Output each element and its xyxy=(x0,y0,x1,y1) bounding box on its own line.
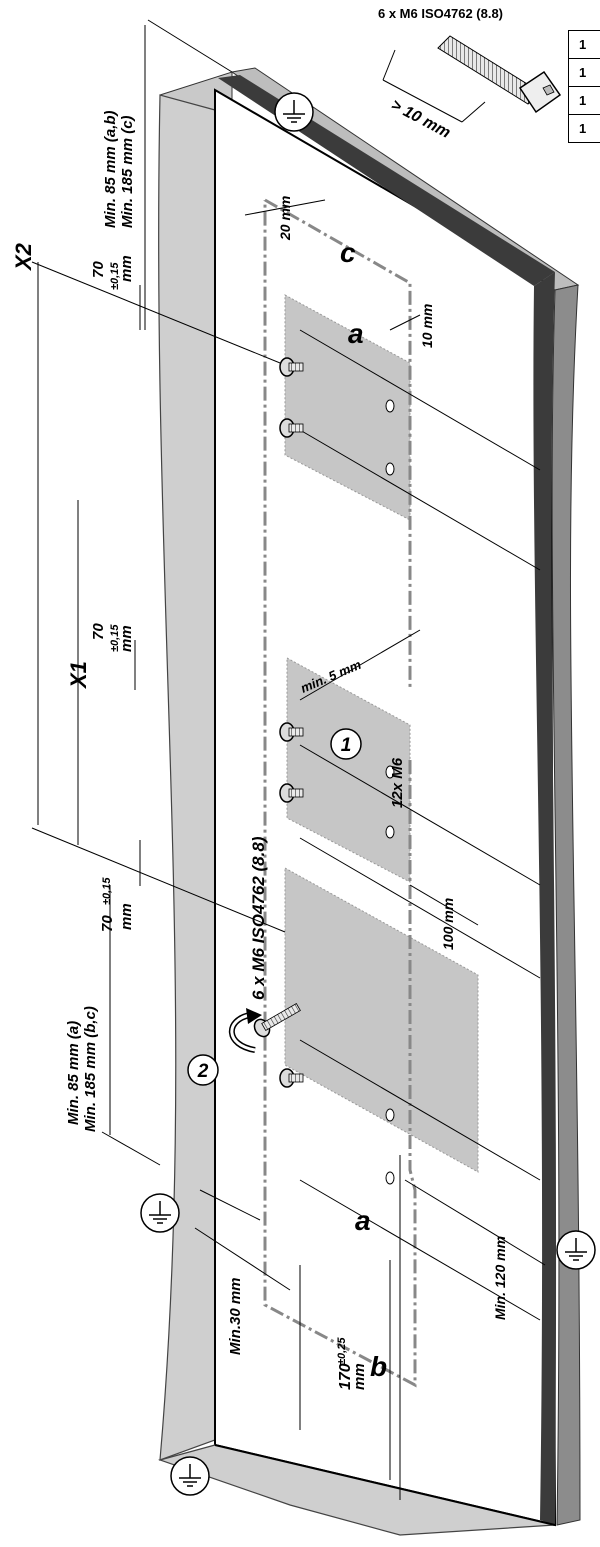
screw-callout-label: 6 x M6 ISO4762 (8.8) xyxy=(249,836,268,1000)
table-cell: 1 xyxy=(569,87,600,115)
table-cell: 1 xyxy=(569,59,600,87)
ground-icon xyxy=(171,1457,209,1495)
zone-label-a-top: a xyxy=(348,318,364,349)
callout-2: 2 xyxy=(188,1055,218,1085)
top-clearance-label: Min. 85 mm (a,b) xyxy=(102,110,119,228)
screw-count-label: 12x M6 xyxy=(389,757,406,808)
zone-label-c: c xyxy=(340,237,356,268)
mm-top-label: mm xyxy=(118,255,135,282)
ground-icon xyxy=(275,93,313,131)
offset-10-label: 10 mm xyxy=(419,304,435,348)
spacing-70-bot-label: 70 xyxy=(99,915,116,932)
callout-2-label: 2 xyxy=(197,1061,209,1082)
quantity-table: 1 1 1 1 xyxy=(568,30,600,143)
zone-label-b: b xyxy=(370,1351,387,1382)
spacing-70-top-label: 70 xyxy=(90,261,107,278)
mm-mid-label: mm xyxy=(118,625,135,652)
tol-015-bot-label: ±0,15 xyxy=(101,877,113,905)
callout-1: 1 xyxy=(331,729,361,759)
screw-spec-heading: 6 x M6 ISO4762 (8.8) xyxy=(378,6,503,21)
offset-20-label: 20 mm xyxy=(277,196,293,241)
table-cell: 1 xyxy=(569,31,600,59)
bottom-clearance-bc-label: Min. 185 mm (b,c) xyxy=(82,1006,99,1132)
callout-1-label: 1 xyxy=(341,735,352,756)
tol-025-label: ±0,25 xyxy=(336,1337,348,1365)
screw-length-label: > 10 mm xyxy=(388,97,453,142)
mm-bot-label: mm xyxy=(118,903,135,930)
x1-label: X1 xyxy=(66,661,91,690)
min-30-label: Min.30 mm xyxy=(227,1277,244,1355)
bottom-clearance-label: Min. 85 mm (a) xyxy=(65,1021,82,1125)
ground-icon xyxy=(141,1194,179,1232)
top-clearance-c-label: Min. 185 mm (c) xyxy=(119,115,136,228)
spacing-70-mid-label: 70 xyxy=(90,623,107,640)
gap-120-label: Min. 120 mm xyxy=(492,1236,508,1320)
zone-label-a-bottom: a xyxy=(355,1205,371,1236)
table-cell: 1 xyxy=(569,115,600,143)
x2-label: X2 xyxy=(11,242,36,272)
mm-170-label: mm xyxy=(351,1363,368,1390)
gap-100-label: 100 mm xyxy=(440,898,456,950)
ground-icon xyxy=(557,1231,595,1269)
